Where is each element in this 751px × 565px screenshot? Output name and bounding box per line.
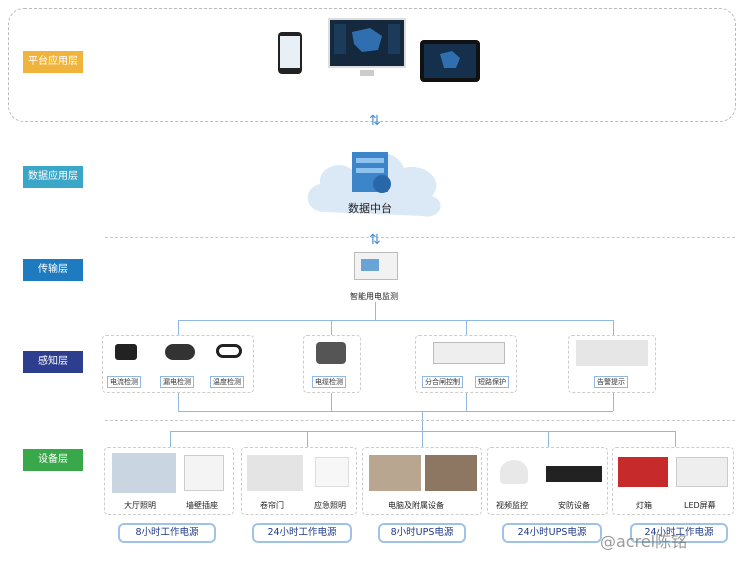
device-label-socket: 墙壁插座 (186, 500, 218, 511)
line (613, 393, 614, 411)
current-sensor-icon (115, 344, 137, 360)
device-label-pc: 电脑及附属设备 (388, 500, 444, 511)
line (466, 393, 467, 411)
socket-photo (184, 455, 224, 491)
divider-2 (105, 420, 735, 421)
leak-sensor-icon (165, 344, 195, 360)
line (675, 431, 676, 447)
desktop-monitor-icon (328, 18, 406, 68)
layer-tag-sensing: 感知层 (23, 351, 83, 373)
camera-photo (500, 460, 528, 484)
divider-1 (105, 237, 735, 238)
device-label-camera: 视频监控 (496, 500, 528, 511)
sensing-label-current: 电流检测 (107, 376, 141, 388)
layer-tag-data-app: 数据应用层 (23, 166, 83, 188)
line (178, 320, 179, 336)
monitor-stand (360, 70, 374, 76)
device-label-security: 安防设备 (558, 500, 590, 511)
sensing-label-cable: 电缆检测 (312, 376, 346, 388)
line (178, 393, 179, 411)
rolling-door-photo (247, 455, 303, 491)
led-screen-photo (676, 457, 728, 487)
line (422, 431, 423, 447)
hall-light-photo (112, 453, 176, 493)
device-label-rolling-door: 卷帘门 (260, 500, 284, 511)
line (178, 320, 613, 321)
line (422, 411, 423, 431)
sensing-label-switch: 分合闸控制 (422, 376, 463, 388)
gateway-device-icon (354, 252, 398, 280)
layer-tag-transport: 传输层 (23, 259, 83, 281)
line (307, 431, 308, 447)
cable-sensor-icon (316, 342, 346, 364)
emergency-light-photo (315, 457, 349, 487)
line (331, 393, 332, 411)
sensing-label-leak: 漏电检测 (160, 376, 194, 388)
device-label-led: LED屏幕 (684, 500, 716, 511)
line (170, 431, 171, 447)
power-tag-1: 8小时工作电源 (118, 523, 216, 543)
line (613, 320, 614, 336)
line (548, 431, 549, 447)
lightbox-photo (618, 457, 668, 487)
sensing-label-temp: 温度检测 (210, 376, 244, 388)
device-label-hall-light: 大厅照明 (124, 500, 156, 511)
power-tag-4: 24小时UPS电源 (502, 523, 602, 543)
pc-photo-1 (369, 455, 421, 491)
watermark: @acrel陈铭 (600, 528, 687, 552)
sync-arrow-icon: ⇅ (369, 113, 381, 129)
alarm-device-icon (576, 340, 648, 366)
line (331, 320, 332, 336)
tablet-icon (420, 40, 480, 82)
power-tag-2: 24小时工作电源 (252, 523, 352, 543)
line (178, 411, 613, 412)
temp-sensor-icon (216, 344, 242, 358)
gateway-label: 智能用电监测 (350, 291, 398, 302)
sensing-label-alarm: 告警提示 (594, 376, 628, 388)
line (466, 320, 467, 336)
sync-arrow-icon-2: ⇅ (369, 232, 381, 248)
line (375, 302, 376, 320)
pc-photo-2 (425, 455, 477, 491)
device-label-emergency-light: 应急照明 (314, 500, 346, 511)
security-device-photo (546, 466, 602, 482)
breaker-icon (433, 342, 505, 364)
layer-tag-device: 设备层 (23, 449, 83, 471)
device-label-lightbox: 灯箱 (636, 500, 652, 511)
power-tag-3: 8小时UPS电源 (378, 523, 466, 543)
layer-tag-platform: 平台应用层 (23, 51, 83, 73)
data-center-label: 数据中台 (348, 200, 392, 216)
phone-icon (278, 32, 302, 74)
sensing-label-short: 短路保护 (475, 376, 509, 388)
